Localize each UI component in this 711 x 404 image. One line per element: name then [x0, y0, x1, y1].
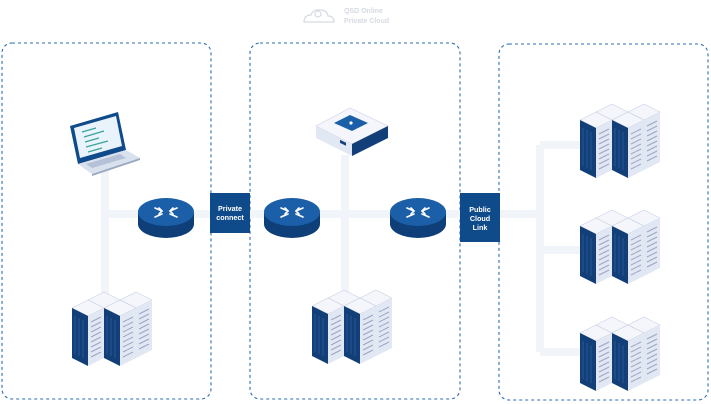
logo-subtitle: Private Cloud: [344, 18, 389, 25]
server-rack-icon: [580, 317, 660, 391]
link-label: Cloud: [470, 214, 490, 223]
cloud-logo-icon: [303, 9, 335, 23]
logo-title: QSD Online: [344, 8, 383, 15]
link-label: Private: [218, 204, 242, 213]
link-label: Link: [473, 223, 488, 232]
private-connect-link: Private connect: [210, 193, 250, 233]
storage-appliance-icon: [315, 107, 389, 156]
server-rack-icon: [72, 292, 152, 366]
brand-logo: QSD Online Private Cloud: [303, 8, 389, 25]
router-icon: [263, 197, 321, 239]
public-cloud-link: Public Cloud Link: [460, 193, 500, 242]
server-rack-icon: [312, 290, 392, 364]
zone-public-cloud: [498, 43, 709, 401]
laptop-icon: [70, 112, 140, 176]
router-icon: [389, 197, 447, 239]
server-rack-icon: [580, 104, 660, 178]
router-icon: [137, 197, 195, 239]
server-rack-icon: [580, 210, 660, 284]
link-label: Public: [469, 205, 491, 214]
link-label: connect: [216, 213, 244, 222]
